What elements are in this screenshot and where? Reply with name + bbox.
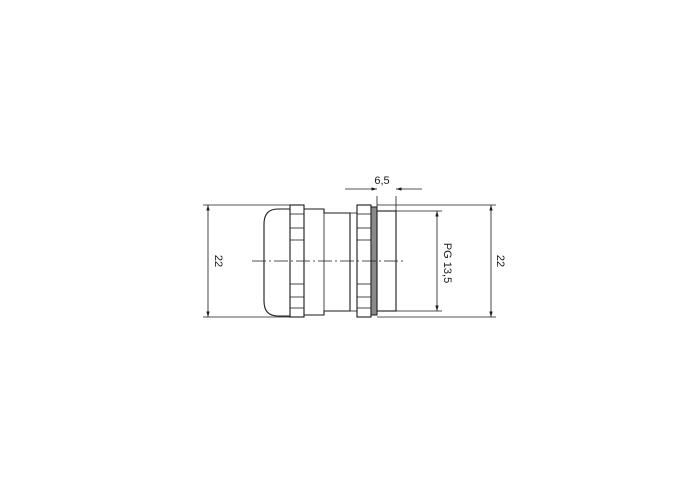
thread-diameter-dimension: PG 13,5 [396,210,453,312]
right-height-dimension: 22 [377,204,506,318]
dome-cap [263,208,290,317]
thread-designation-label: PG 13,5 [441,243,453,283]
left-height-label: 22 [212,255,224,267]
right-height-label: 22 [494,255,506,267]
thread-length-dimension: 6,5 [345,175,422,211]
body-sleeve [304,208,351,316]
thread-length-label: 6,5 [374,175,389,187]
left-height-dimension: 22 [203,204,290,318]
